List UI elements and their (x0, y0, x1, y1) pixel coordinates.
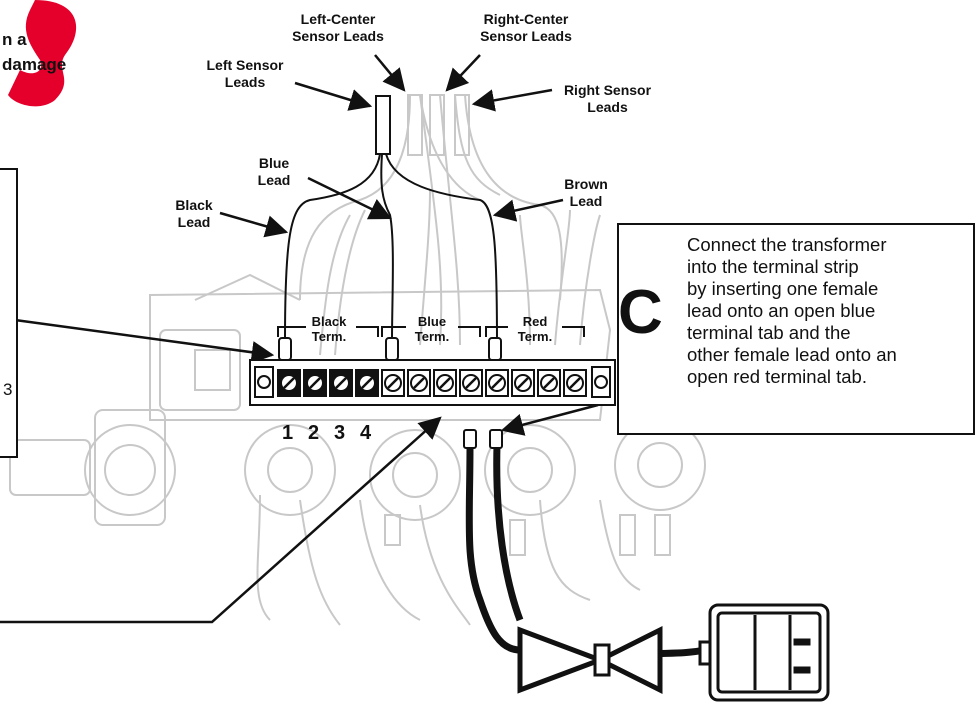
callout-text: Connect the transformer into the termina… (687, 234, 897, 387)
left-box-text: 3 (3, 380, 13, 399)
callout-letter: C (618, 278, 663, 347)
transformer-cord (463, 429, 706, 695)
left-info-box (0, 168, 18, 458)
terminal-number-3: 3 (334, 422, 346, 444)
terminal-number-2: 2 (308, 422, 320, 444)
leader-lines (0, 54, 599, 624)
left-sensor-leads (284, 95, 498, 346)
warning-symbol-icon (8, 0, 77, 107)
terminal-number-4: 4 (360, 422, 372, 444)
warning-text-line1: n a (2, 30, 27, 49)
warning-text-line2: damage (2, 55, 67, 74)
transformer-plug-icon (698, 603, 830, 702)
callout-box (617, 223, 975, 435)
terminal-strip (249, 326, 616, 406)
terminal-screws (277, 369, 587, 397)
terminal-number-1: 1 (282, 422, 294, 444)
